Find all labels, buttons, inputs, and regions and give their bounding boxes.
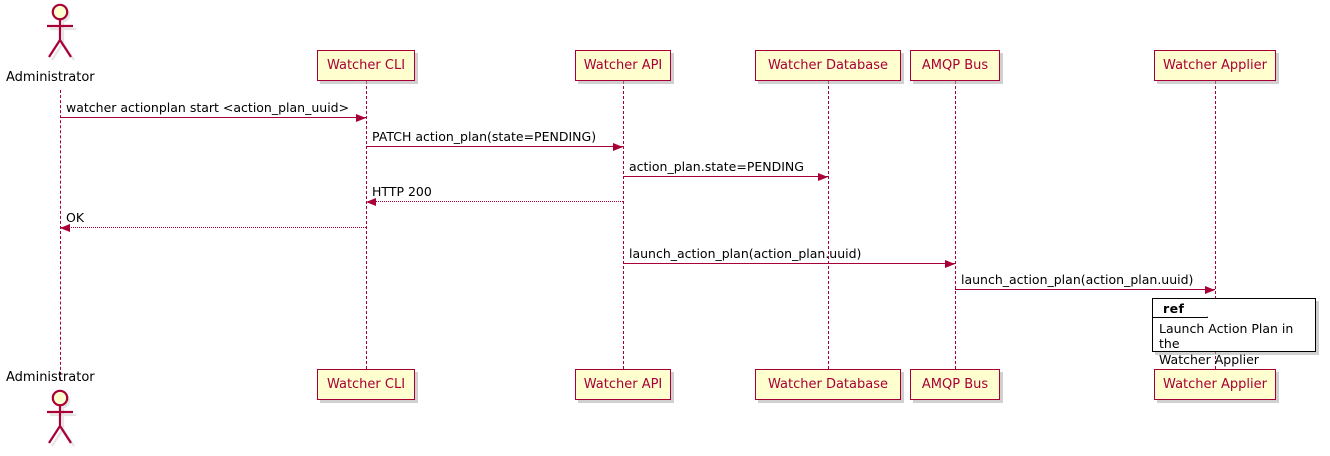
actor-label-administrator-top: Administrator (6, 70, 95, 85)
participant-watcher-applier-bottom[interactable]: Watcher Applier (1154, 369, 1276, 400)
participant-watcher-cli-top[interactable]: Watcher CLI (317, 50, 415, 81)
participant-watcher-applier-top[interactable]: Watcher Applier (1154, 50, 1276, 81)
message-label-5: OK (66, 210, 85, 225)
actor-administrator-top (39, 2, 81, 64)
lifeline-watcher-applier (1215, 81, 1216, 369)
message-label-6: launch_action_plan(action_plan.uuid) (629, 246, 862, 261)
lifeline-amqp-bus (955, 81, 956, 369)
message-label-3: action_plan.state=PENDING (629, 159, 804, 174)
participant-amqp-bus-bottom[interactable]: AMQP Bus (910, 369, 1000, 400)
message-line-2 (366, 146, 623, 147)
message-arrowhead-1 (356, 113, 366, 122)
ref-fragment-text-line2: Watcher Applier (1159, 351, 1259, 367)
message-line-1 (60, 117, 366, 118)
actor-administrator-bottom (39, 388, 81, 450)
message-line-5 (60, 227, 366, 228)
lifeline-watcher-cli (366, 81, 367, 369)
message-line-4 (366, 201, 623, 202)
message-arrowhead-6 (945, 259, 955, 268)
message-label-2: PATCH action_plan(state=PENDING) (372, 129, 597, 144)
participant-watcher-database-top[interactable]: Watcher Database (755, 50, 901, 81)
participant-amqp-bus-top[interactable]: AMQP Bus (910, 50, 1000, 81)
message-label-7: launch_action_plan(action_plan.uuid) (961, 272, 1194, 287)
participant-watcher-api-bottom[interactable]: Watcher API (575, 369, 671, 400)
ref-keyword-tab: ref (1153, 299, 1208, 318)
ref-fragment-text-line1: Launch Action Plan in the (1159, 321, 1294, 352)
message-arrowhead-2 (613, 142, 623, 151)
lifeline-administrator (60, 90, 61, 380)
message-line-7 (955, 289, 1215, 290)
message-label-1: watcher actionplan start <action_plan_uu… (66, 100, 350, 115)
message-line-3 (623, 176, 828, 177)
message-arrowhead-4 (366, 197, 376, 206)
actor-label-administrator-bottom: Administrator (6, 370, 95, 385)
message-arrowhead-3 (818, 172, 828, 181)
participant-watcher-cli-bottom[interactable]: Watcher CLI (317, 369, 415, 400)
message-line-6 (623, 263, 955, 264)
lifeline-watcher-api (623, 81, 624, 369)
lifeline-watcher-database (828, 81, 829, 369)
message-label-4: HTTP 200 (372, 184, 432, 199)
participant-watcher-database-bottom[interactable]: Watcher Database (755, 369, 901, 400)
message-arrowhead-5 (60, 223, 70, 232)
participant-watcher-api-top[interactable]: Watcher API (575, 50, 671, 81)
message-arrowhead-7 (1205, 285, 1215, 294)
